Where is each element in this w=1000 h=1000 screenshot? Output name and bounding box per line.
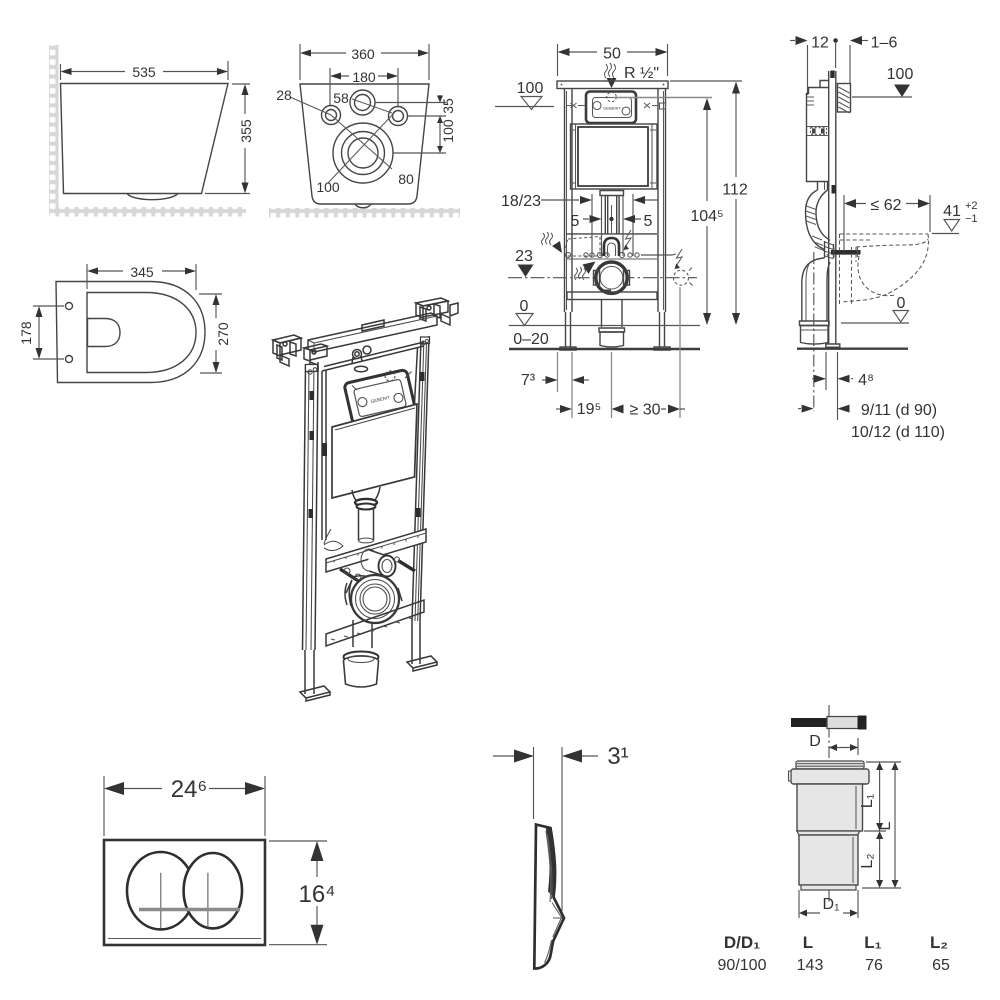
svg-text:100: 100 <box>517 80 544 97</box>
svg-text:19⁵: 19⁵ <box>577 401 601 418</box>
svg-text:5: 5 <box>644 213 653 230</box>
svg-text:L₂: L₂ <box>859 853 876 868</box>
svg-text:0: 0 <box>520 298 529 315</box>
svg-text:90/100: 90/100 <box>718 957 767 974</box>
svg-text:+2: +2 <box>965 200 978 212</box>
svg-text:1–6: 1–6 <box>871 35 898 52</box>
svg-text:50: 50 <box>603 46 621 63</box>
svg-text:41: 41 <box>943 203 961 220</box>
svg-text:7³: 7³ <box>521 372 536 389</box>
svg-text:80: 80 <box>398 171 414 187</box>
svg-text:18/23: 18/23 <box>501 193 541 210</box>
svg-text:180: 180 <box>352 69 376 85</box>
svg-text:24⁶: 24⁶ <box>171 776 208 803</box>
svg-text:3¹: 3¹ <box>607 743 628 770</box>
svg-text:58: 58 <box>333 90 349 106</box>
svg-text:100: 100 <box>316 179 340 195</box>
svg-text:D: D <box>809 733 821 750</box>
svg-text:L: L <box>877 821 894 830</box>
svg-text:35: 35 <box>440 98 456 114</box>
svg-text:L: L <box>803 933 813 952</box>
svg-text:535: 535 <box>132 64 156 80</box>
svg-text:0: 0 <box>897 295 906 312</box>
svg-text:112: 112 <box>722 182 748 199</box>
svg-text:9/11 (d 90): 9/11 (d 90) <box>861 402 937 419</box>
svg-text:D/D₁: D/D₁ <box>724 933 760 952</box>
svg-text:345: 345 <box>130 264 154 280</box>
svg-text:L₂: L₂ <box>930 933 948 952</box>
svg-text:12: 12 <box>811 35 829 52</box>
svg-text:R ½": R ½" <box>624 65 659 82</box>
svg-text:≤ 62: ≤ 62 <box>870 197 901 214</box>
svg-text:28: 28 <box>276 87 292 103</box>
svg-text:GEBERIT: GEBERIT <box>370 395 391 404</box>
svg-text:76: 76 <box>865 957 883 974</box>
svg-text:143: 143 <box>797 957 824 974</box>
svg-text:178: 178 <box>18 321 34 345</box>
svg-text:L₁: L₁ <box>864 933 881 952</box>
svg-text:65: 65 <box>932 957 950 974</box>
svg-text:D₁: D₁ <box>823 896 840 913</box>
svg-text:GEBERIT: GEBERIT <box>603 106 621 111</box>
svg-text:≥ 30: ≥ 30 <box>629 402 660 419</box>
svg-text:L₁: L₁ <box>859 794 876 808</box>
svg-text:355: 355 <box>238 119 254 143</box>
svg-text:16⁴: 16⁴ <box>298 881 335 908</box>
svg-text:4⁸: 4⁸ <box>858 372 874 389</box>
svg-text:0–20: 0–20 <box>513 331 549 348</box>
svg-text:100: 100 <box>887 66 914 83</box>
svg-text:270: 270 <box>215 322 231 346</box>
svg-text:100: 100 <box>440 119 456 143</box>
svg-text:104⁵: 104⁵ <box>690 208 723 225</box>
svg-text:5: 5 <box>571 213 580 230</box>
svg-text:23: 23 <box>515 248 533 265</box>
svg-text:−1: −1 <box>965 213 978 225</box>
svg-text:10/12 (d 110): 10/12 (d 110) <box>851 424 945 441</box>
svg-text:360: 360 <box>351 46 375 62</box>
